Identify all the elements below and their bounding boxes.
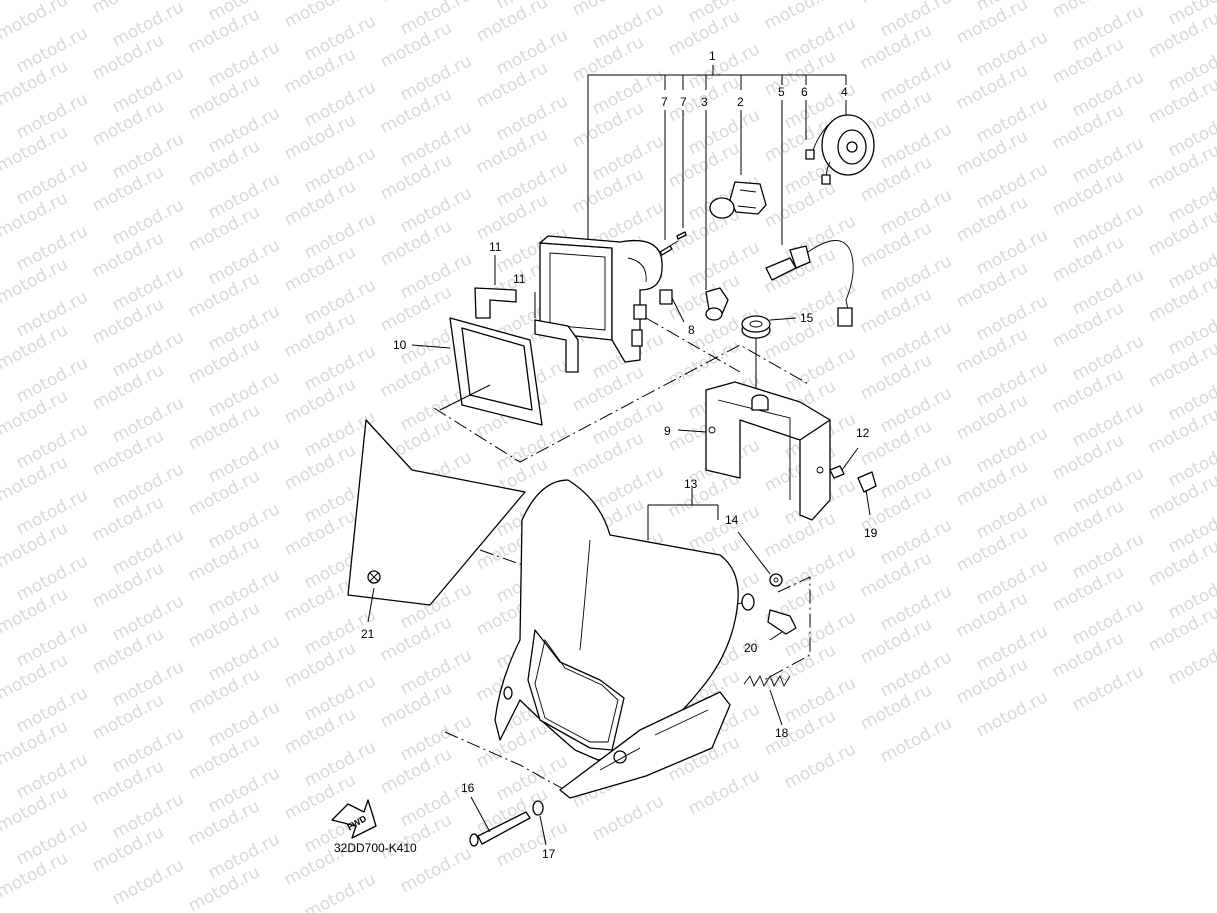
- callout-label: 3: [701, 95, 708, 109]
- bolt-16-icon: [469, 796, 531, 847]
- position-bulb-icon: [705, 287, 729, 321]
- assembly-bracket-1: [587, 65, 847, 290]
- callout-label: 10: [393, 338, 407, 352]
- bolt-20-icon: [741, 593, 797, 641]
- front-cowl-icon: [494, 479, 739, 761]
- bolt-12-icon: [829, 447, 859, 479]
- fwd-arrow-icon: FWD: [331, 799, 377, 839]
- callout-label: 4: [841, 85, 848, 99]
- spring-18-icon: [743, 674, 791, 726]
- callout-label: 11: [489, 240, 502, 254]
- callout-label: 6: [801, 85, 808, 99]
- callout-label: 11: [513, 272, 526, 286]
- callout-label: 20: [744, 641, 758, 655]
- callout-label: 1: [709, 49, 716, 63]
- callout-label: 12: [856, 426, 870, 440]
- callout-numbers: 1 7 7 3 2 5 6 4 11 11 8 15 10 9 12 13 14…: [361, 49, 878, 861]
- callout-label: 8: [688, 323, 695, 337]
- callout-label: 7: [661, 95, 668, 109]
- callout-label: 5: [778, 85, 785, 99]
- seal-10-icon: [411, 317, 543, 426]
- grommet-15-icon: [741, 315, 797, 395]
- callout-label: 19: [864, 526, 878, 540]
- callout-label: 17: [542, 847, 556, 861]
- callout-label: 16: [461, 781, 475, 795]
- wiring-harness-icon: [765, 240, 854, 327]
- lower-cover-icon: [559, 691, 731, 799]
- clip-8-icon: [659, 289, 685, 323]
- callout-label: 14: [725, 513, 739, 527]
- callout-label: 21: [361, 627, 375, 641]
- callout-label: 2: [737, 95, 744, 109]
- diagram-code: 32DD700-K410: [334, 841, 417, 855]
- callout-label: 9: [664, 424, 671, 438]
- washer-14-icon: [737, 531, 783, 587]
- callout-label: 13: [684, 477, 698, 491]
- side-panel-21-icon: [347, 419, 526, 623]
- callout-label: 18: [775, 726, 789, 740]
- washer-17-icon: [532, 800, 547, 846]
- bulb-socket-icon: [805, 114, 875, 185]
- headlight-bulb-icon: [709, 181, 767, 219]
- callout-label: 7: [680, 95, 687, 109]
- headlight-bracket-icon: [677, 381, 831, 521]
- damper-11-icon: [474, 255, 579, 373]
- headlight-unit: [539, 235, 663, 363]
- callout-label: 15: [800, 311, 814, 325]
- nut-19-icon: [857, 471, 877, 516]
- screw-7-icon: [659, 231, 687, 256]
- alignment-lines: [433, 317, 811, 791]
